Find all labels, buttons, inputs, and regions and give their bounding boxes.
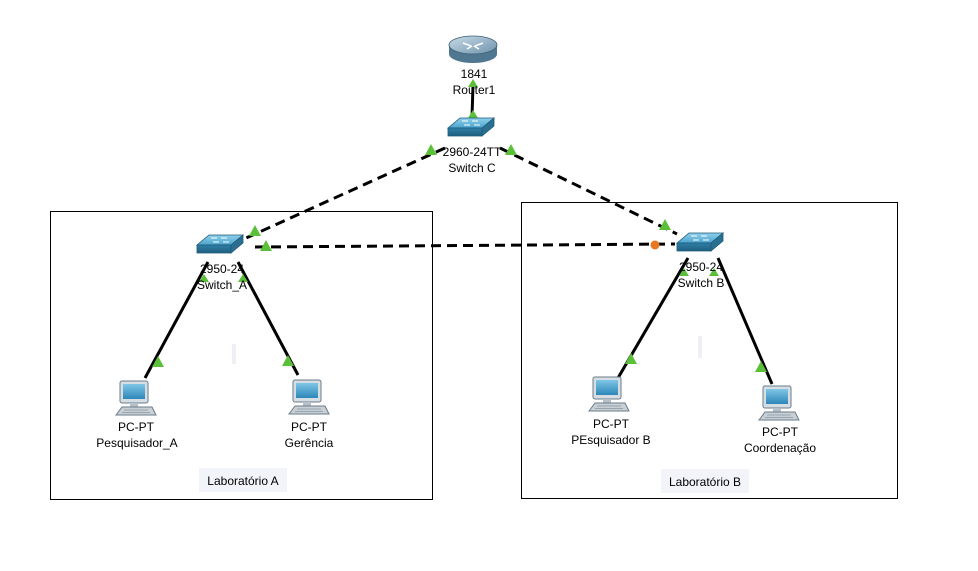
link-blocked-indicator (650, 240, 660, 250)
lab-b-area (521, 202, 898, 499)
switch-c-name-label: Switch C (448, 161, 496, 175)
pc-gerencia-model-label: PC-PT (291, 420, 328, 434)
link-up-indicator (468, 79, 478, 87)
link-up-indicator (282, 355, 294, 366)
link-switcha-pc-pesq-a[interactable] (143, 261, 210, 379)
switch-a-icon[interactable] (196, 234, 244, 254)
link-up-indicator (755, 361, 767, 372)
switch-c-icon[interactable] (447, 117, 495, 137)
link-status-up-markers (152, 79, 767, 372)
switch-b-icon[interactable] (676, 232, 724, 252)
pc-coordenacao-name-label: Coordenação (744, 441, 816, 455)
switch-a-name-label: Switch_A (197, 278, 247, 292)
pc-gerencia-icon[interactable] (288, 379, 330, 415)
pc-pesquisador-b-name-label: PEsquisador B (571, 433, 650, 447)
link-up-indicator (260, 240, 272, 251)
link-switchc-switcha[interactable] (243, 146, 446, 241)
marker-b (698, 336, 702, 358)
switch-a-model-label: 2950-24 (200, 262, 244, 276)
router-name-label: Router1 (453, 83, 496, 97)
pc-pesquisador-b-model-label: PC-PT (593, 417, 630, 431)
link-up-indicator (659, 219, 671, 230)
link-switcha-switchb[interactable] (254, 242, 676, 249)
link-up-indicator (238, 274, 248, 282)
link-up-indicator (249, 225, 261, 236)
pc-pesquisador-b-icon[interactable] (588, 376, 630, 412)
pc-gerencia-name-label: Gerência (285, 436, 334, 450)
marker-a (232, 344, 236, 364)
switch-b-name-label: Switch B (678, 276, 725, 290)
switch-b-model-label: 2950-24 (679, 260, 723, 274)
router-icon[interactable] (448, 35, 498, 63)
pc-coordenacao-icon[interactable] (758, 385, 800, 421)
lab-a-label: Laboratório A (207, 474, 278, 488)
lab-a-label-box: Laboratório A (199, 468, 287, 492)
link-up-indicator (709, 268, 719, 276)
pc-pesquisador-a-model-label: PC-PT (118, 420, 155, 434)
pc-coordenacao-model-label: PC-PT (762, 425, 799, 439)
link-switchc-switchb[interactable] (499, 146, 678, 236)
lab-a-area (50, 211, 433, 500)
link-up-indicator (625, 353, 637, 364)
pc-pesquisador-a-icon[interactable] (115, 380, 157, 416)
pc-pesquisador-a-name-label: Pesquisador_A (96, 436, 177, 450)
link-up-indicator (679, 268, 689, 276)
link-switchb-pc-coord[interactable] (716, 257, 774, 385)
link-up-indicator (468, 110, 478, 118)
link-up-indicator (425, 144, 437, 155)
switch-c-model-label: 2960-24TT (443, 145, 502, 159)
link-up-indicator (152, 356, 164, 367)
lab-b-label: Laboratório B (669, 475, 741, 489)
link-up-indicator (199, 274, 209, 282)
lab-b-label-box: Laboratório B (661, 469, 749, 493)
link-up-indicator (505, 144, 517, 155)
router-model-label: 1841 (461, 67, 488, 81)
